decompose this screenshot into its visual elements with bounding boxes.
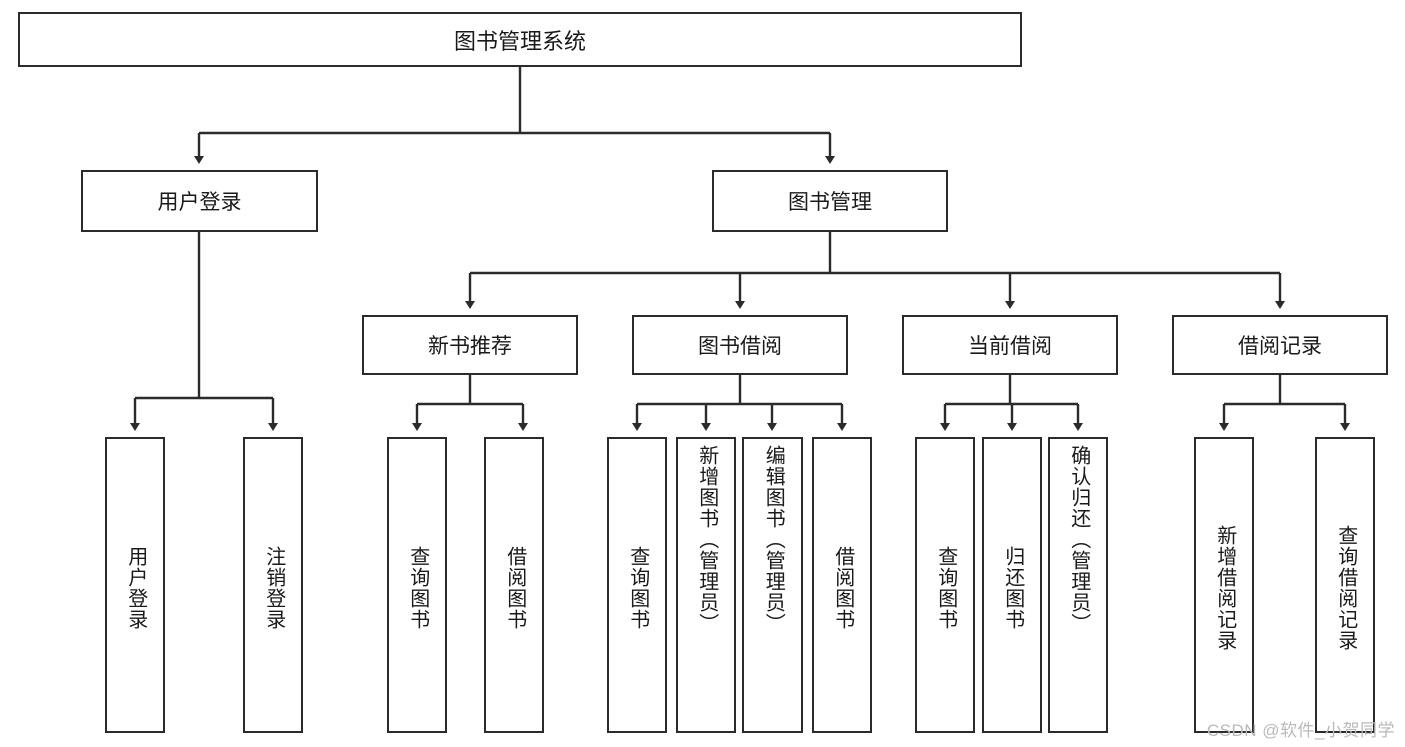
leaf-label: 用户登录 [124,546,147,630]
node-current-borrow[interactable]: 当前借阅 [902,315,1118,375]
leaf-label: 借阅图书 [503,546,526,630]
leaf-user-login-logout[interactable]: 注销登录 [243,437,303,733]
leaf-label: 新增借阅记录 [1213,525,1236,651]
leaf-label: 编辑图书（管理员） [762,445,785,634]
node-book-borrow[interactable]: 图书借阅 [632,315,848,375]
leaf-borrow-edit-book-admin[interactable]: 编辑图书（管理员） [742,437,803,733]
node-user-login[interactable]: 用户登录 [81,170,318,232]
node-borrow-record[interactable]: 借阅记录 [1172,315,1388,375]
leaf-label: 查询图书 [626,546,649,630]
csdn-watermark: CSDN @软件_小贺同学 [1206,721,1395,740]
leaf-label: 归还图书 [1001,546,1024,630]
leaf-label: 注销登录 [262,546,285,630]
leaf-label: 查询借阅记录 [1334,525,1357,651]
leaf-borrow-borrow-book[interactable]: 借阅图书 [812,437,872,733]
node-book-management[interactable]: 图书管理 [712,170,948,232]
leaf-borrow-add-book-admin[interactable]: 新增图书（管理员） [676,437,736,733]
leaf-record-query-record[interactable]: 查询借阅记录 [1315,437,1375,733]
node-root-system[interactable]: 图书管理系统 [18,12,1022,67]
leaf-user-login-login[interactable]: 用户登录 [105,437,165,733]
leaf-label: 确认归还（管理员） [1067,445,1090,634]
leaf-current-confirm-return-admin[interactable]: 确认归还（管理员） [1048,437,1108,733]
leaf-label: 查询图书 [934,546,957,630]
leaf-record-add-record[interactable]: 新增借阅记录 [1194,437,1254,733]
leaf-current-return-book[interactable]: 归还图书 [982,437,1042,733]
leaf-label: 新增图书（管理员） [695,445,718,634]
leaf-label: 借阅图书 [831,546,854,630]
leaf-recommend-borrow-book[interactable]: 借阅图书 [484,437,544,733]
leaf-borrow-query-book[interactable]: 查询图书 [607,437,667,733]
leaf-current-query-book[interactable]: 查询图书 [915,437,975,733]
node-new-book-recommend[interactable]: 新书推荐 [362,315,578,375]
leaf-recommend-query-book[interactable]: 查询图书 [387,437,447,733]
leaf-label: 查询图书 [406,546,429,630]
